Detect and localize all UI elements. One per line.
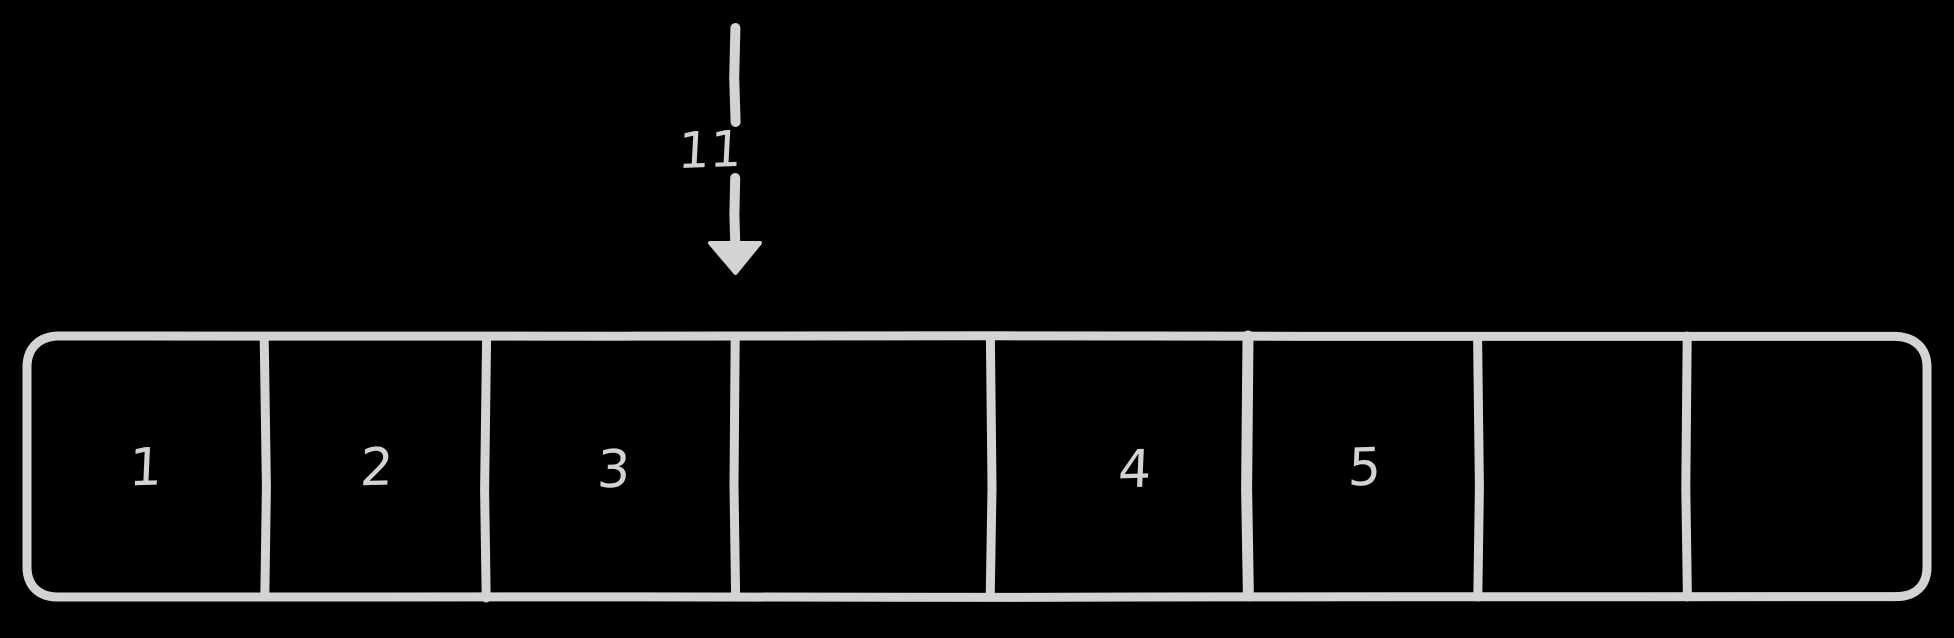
array-top-edge: [53, 331, 1901, 341]
cell-divider-6: [1473, 333, 1484, 602]
cell-divider-1: [259, 333, 271, 602]
cell-divider-7: [1681, 331, 1692, 602]
array-outline: [22, 331, 1932, 602]
cell-divider-4: [985, 333, 997, 602]
array-right-cap: [1891, 331, 1932, 602]
array-dividers: [259, 330, 1692, 603]
array-left-cap: [22, 331, 63, 602]
cell-divider-3: [729, 332, 741, 601]
cell-divider-2: [480, 332, 492, 603]
pointer-shaft-lower: [729, 173, 741, 253]
insertion-pointer-arrow: [708, 23, 762, 275]
pointer-arrowhead-icon: [708, 241, 762, 275]
array-bottom-edge: [53, 592, 1901, 602]
pointer-shaft-upper: [729, 23, 741, 127]
cell-divider-5: [1241, 330, 1254, 602]
